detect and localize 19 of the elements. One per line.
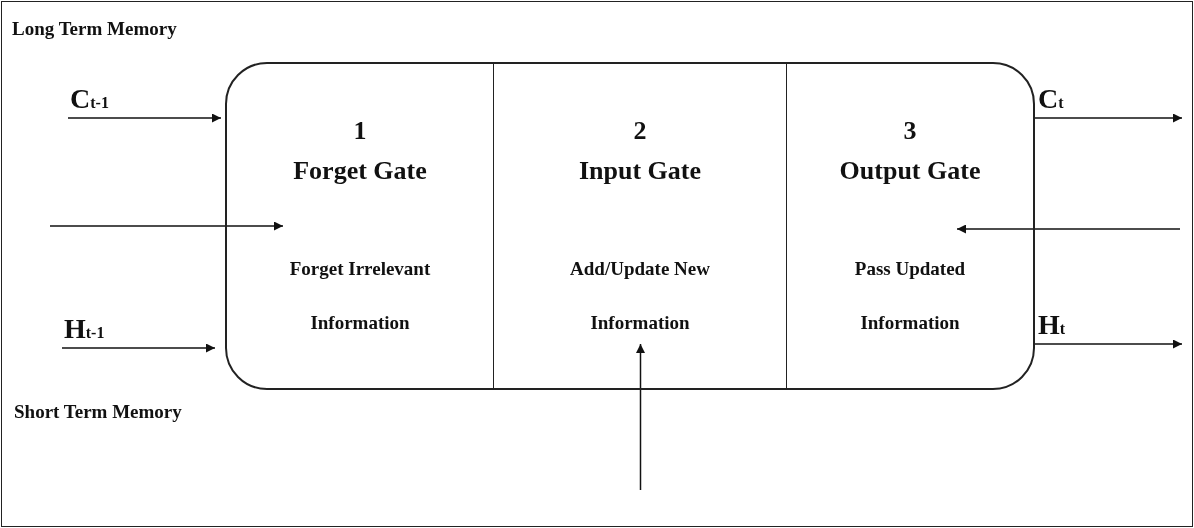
gate-number: 3 (902, 116, 918, 146)
memory-label: Long Term Memory (12, 18, 177, 40)
arrow (956, 224, 1181, 234)
gate-description: Forget Irrelevant Information (288, 257, 432, 335)
gate-title: Input Gate (577, 156, 703, 186)
arrow (49, 221, 284, 231)
gate-title: Forget Gate (292, 156, 428, 186)
memory-label: Short Term Memory (14, 401, 182, 423)
rounded-box (225, 62, 1035, 390)
arrow (61, 343, 216, 353)
arrow (636, 343, 645, 491)
gate-description: Pass Updated Information (853, 257, 967, 335)
gate-number: 1 (352, 116, 368, 146)
arrow (1033, 339, 1183, 349)
gate-title: Output Gate (838, 156, 982, 186)
arrow (67, 113, 222, 123)
arrow (1032, 113, 1183, 123)
gate-description: Add/Update New Information (569, 257, 711, 335)
gate-number: 2 (632, 116, 648, 146)
